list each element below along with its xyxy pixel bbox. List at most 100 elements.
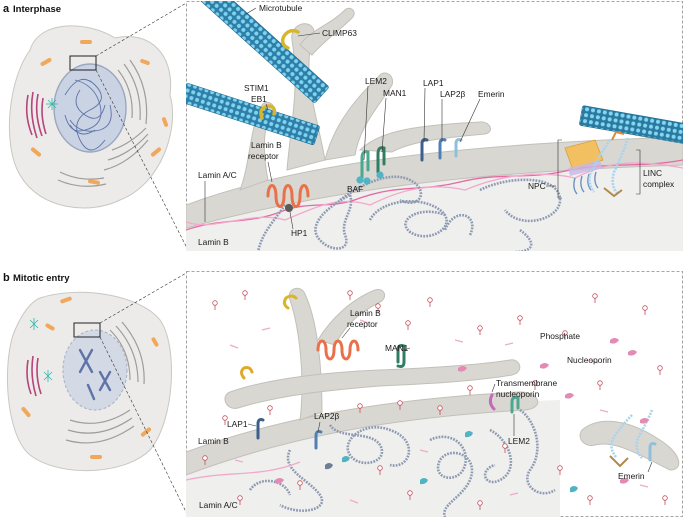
man1-protein — [376, 146, 386, 174]
label-lap2b: LAP2β — [440, 89, 465, 99]
linc-complex-b — [609, 409, 654, 468]
panel-a-title: Interphase — [13, 4, 61, 15]
label-lamin-b-receptor-b-2: receptor — [347, 319, 378, 329]
npc-structure — [564, 139, 604, 195]
leader-hp1 — [289, 211, 294, 230]
emerin-protein-b — [648, 442, 657, 462]
mitochondria-b — [21, 296, 159, 459]
label-man1: MAN1 — [383, 88, 407, 98]
label-lamin-b-receptor-a-2: receptor — [248, 151, 279, 161]
label-hp1: HP1 — [291, 228, 308, 238]
nuclear-envelope-a — [186, 136, 683, 229]
leader-lem2 — [363, 85, 369, 161]
lap1-protein — [420, 138, 429, 162]
leader-lap2b-b — [317, 421, 321, 433]
centrosome-b — [29, 318, 53, 382]
label-baf: BAF — [347, 184, 363, 194]
centrosome — [46, 98, 58, 110]
panel-b-letter: b — [3, 272, 10, 284]
zoom-line-b-bottom — [99, 336, 189, 517]
label-tm-nucleoporin-1: Transmembrane — [496, 378, 557, 388]
label-emerin: Emerin — [478, 89, 505, 99]
label-lem2-b: LEM2 — [508, 436, 530, 446]
leader-emerin — [459, 98, 481, 143]
man1-protein-b — [396, 344, 406, 368]
lap2b-protein-b — [314, 430, 323, 450]
lem2-protein-b — [510, 396, 520, 414]
label-emerin-b: Emerin — [618, 471, 645, 481]
leader-emerin-b — [647, 461, 653, 473]
lap1-protein-b — [256, 418, 265, 440]
label-lap1-b: LAP1 — [227, 419, 248, 429]
released-protein-2 — [240, 366, 254, 380]
label-tm-nucleoporin-2: nucleoporin — [496, 389, 540, 399]
zoom-box-b — [73, 322, 101, 338]
leader-eb1 — [265, 103, 269, 111]
lem2-protein — [360, 150, 370, 180]
released-nucleoporins — [325, 431, 578, 493]
nucleus-chromatin — [64, 78, 112, 151]
nuclear-envelope-b — [186, 391, 538, 476]
leader-lap1-b — [247, 423, 257, 427]
golgi-b — [26, 355, 42, 397]
label-linc-2: complex — [643, 179, 675, 189]
label-phosphate: Phosphate — [540, 331, 580, 341]
nucleoporin-fragments — [275, 338, 649, 484]
label-lamin-b-receptor-b-1: Lamin B — [350, 308, 381, 318]
leader-lap1 — [423, 87, 426, 143]
nucleus-b — [62, 329, 128, 411]
label-lap2b-b: LAP2β — [314, 411, 339, 421]
label-nucleoporin: Nucleoporin — [567, 355, 612, 365]
label-npc: NPC — [528, 181, 546, 191]
released-protein-1 — [282, 294, 298, 310]
lamin-b-line-b — [186, 461, 301, 481]
zoom-line-a-top — [95, 1, 189, 57]
label-stim1: STIM1 — [244, 83, 269, 93]
label-lem2: LEM2 — [365, 76, 387, 86]
panel-a-zoom-content — [186, 1, 683, 251]
leader-lbr-a — [267, 161, 273, 183]
npc-bracket — [557, 139, 562, 199]
lamin-b-receptor-protein-b — [316, 339, 360, 361]
er-branch-b-4 — [579, 420, 680, 471]
hp1-protein — [285, 204, 293, 212]
emerin-protein — [454, 138, 463, 158]
leader-microtubule — [245, 7, 257, 15]
panel-b-title: Mitotic entry — [13, 273, 70, 284]
er-branch-b-2 — [224, 359, 521, 409]
zoom-line-b-top — [99, 271, 189, 324]
mitotic-cell — [7, 291, 172, 471]
stim1-eb1-protein — [259, 104, 277, 120]
panel-b-zoom-content — [186, 287, 680, 517]
interphase-cell — [8, 25, 174, 209]
zoom-box-a — [69, 55, 97, 71]
microtubule-a-1 — [188, 1, 329, 103]
golgi — [25, 91, 47, 139]
linc-complex — [588, 130, 630, 198]
condensed-chromosomes — [78, 348, 112, 401]
er-stacks-b — [65, 321, 145, 444]
label-lap1: LAP1 — [423, 78, 444, 88]
lamin-b-receptor-protein — [266, 184, 310, 208]
er-branch-a-5 — [299, 7, 355, 56]
phosphate-groups — [202, 290, 668, 510]
label-microtubule: Microtubule — [259, 3, 303, 13]
leader-man1-b — [403, 347, 411, 351]
label-eb1: EB1 — [251, 94, 267, 104]
mitochondria — [30, 40, 169, 185]
lap2b-protein — [438, 138, 447, 160]
leader-climp63 — [297, 32, 321, 37]
leader-tm-nucleoporin — [491, 383, 496, 393]
chromatin-a — [256, 175, 562, 251]
lamin-fragments — [229, 319, 649, 504]
er-stacks — [57, 59, 149, 187]
label-lamin-ac-b: Lamin A/C — [199, 500, 238, 510]
label-linc-1: LINC — [643, 168, 662, 178]
label-man1-b: MAN1 — [385, 343, 409, 353]
baf-protein — [356, 171, 384, 185]
microtubule-a-3 — [579, 105, 683, 147]
er-branch-b-3 — [317, 288, 386, 346]
leader-lbr-b — [341, 327, 351, 339]
leader-man1 — [381, 97, 387, 153]
